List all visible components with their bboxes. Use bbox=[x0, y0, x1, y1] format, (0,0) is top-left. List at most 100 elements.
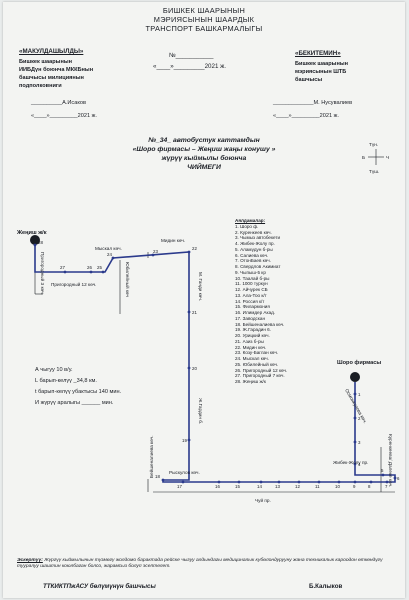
stop-dot bbox=[385, 480, 389, 484]
label-prigorodny3: Пригородный 3 көч. bbox=[40, 252, 46, 295]
stop-number: 12 bbox=[295, 484, 300, 489]
footer-signer: Б.Калыков bbox=[309, 583, 343, 590]
stop-dot bbox=[63, 270, 67, 274]
approval-right-signature: _____________М. Нусувалиев bbox=[273, 100, 353, 106]
stop-dot bbox=[259, 480, 263, 484]
stops-list: Аялдамалар: 1. Шоро ф.2. Куренкеев көч.3… bbox=[235, 218, 287, 385]
route-info-line-2: L барып-келүү _34,8 км. bbox=[35, 378, 97, 384]
stop-list-item: 28. Жеңиш ж/к bbox=[235, 379, 266, 384]
header-line-1: БИШКЕК ШААРЫНЫН bbox=[162, 6, 246, 15]
stop-list-item: 21. Азиз б-ры bbox=[235, 338, 264, 344]
footer-position: ТТКИКТПжАСУ бөлүмүнүн башчысы bbox=[43, 583, 156, 590]
stop-list-item: 2. Куренкеев көч. bbox=[235, 229, 272, 235]
terminal-shoro bbox=[350, 372, 360, 382]
stop-dot bbox=[237, 480, 241, 484]
stop-list-item: 20. Урицкий көч. bbox=[235, 333, 270, 338]
terminal-zhenish bbox=[30, 235, 40, 245]
stop-number: 26 bbox=[87, 265, 92, 270]
stop-dot bbox=[353, 416, 357, 420]
stop-dot bbox=[187, 250, 191, 254]
compass-north: Түн. bbox=[369, 142, 378, 147]
stop-dot bbox=[89, 270, 93, 274]
scheme-title-line-1: №_34_ автобустук каттамдын bbox=[148, 137, 260, 144]
scheme-title-line-2: «Шоро фирмасы – Жеңиш жаңы конушу » bbox=[132, 146, 276, 153]
stop-list-item: 18. Бейшеналиева көч. bbox=[235, 321, 285, 327]
label-beishenalieva: Бейшеналиева көч. bbox=[148, 435, 154, 478]
route-scheme-map: 28 27 26 25 24 23 22 21 20 19 18 17 16 1… bbox=[16, 142, 400, 503]
stop-dot bbox=[181, 480, 185, 484]
stop-list-item: 22. Мидин көч. bbox=[235, 344, 267, 350]
compass: Түн. Түш. Б Ч bbox=[362, 142, 389, 174]
stop-list-item: 24. Мыскал көч. bbox=[235, 356, 269, 361]
stop-number: 13 bbox=[275, 484, 280, 489]
stop-dot bbox=[393, 476, 397, 480]
stop-list-item: 12. Айчурек СБ bbox=[235, 287, 268, 292]
stop-list-item: 4. Жибек-Жолу пр. bbox=[235, 241, 275, 246]
label-midin: Мидин көч. bbox=[161, 238, 185, 243]
label-mgandi: М. Ганди көч. bbox=[198, 272, 203, 301]
note-title: Эскертүү: bbox=[17, 558, 43, 563]
approval-left-title: «МАКУЛДАШЫЛДЫ» bbox=[19, 48, 84, 55]
stop-list-item: 10. Таалай б-ры bbox=[235, 275, 270, 281]
route-info-line-4: И жүрүү аралыгы ______ мин. bbox=[35, 400, 114, 406]
terminal-zhenish-marker bbox=[30, 235, 40, 245]
approval-left-line: Бишкек шаарынын bbox=[19, 59, 72, 65]
stop-list-item: 13. Ала-Тоо к/т bbox=[235, 292, 267, 298]
document-date: «____»_________2021 ж. bbox=[153, 63, 226, 70]
stops-heading: Аялдамалар: bbox=[235, 218, 266, 223]
approval-left-line: башчысы милициянын bbox=[19, 75, 84, 81]
stop-dot bbox=[277, 480, 281, 484]
stop-list-item: 6. Салиева көч. bbox=[235, 252, 269, 258]
stop-number: 15 bbox=[235, 484, 240, 489]
route-info-line-1: А чыгуу 10 в/у. bbox=[35, 367, 73, 373]
stop-dot bbox=[151, 253, 155, 257]
stop-number: 17 bbox=[177, 484, 182, 489]
stop-list-item: 17. Заводскан bbox=[235, 315, 266, 321]
stop-dot bbox=[187, 310, 191, 314]
stop-number: 18 bbox=[155, 474, 160, 479]
compass-south: Түш. bbox=[369, 169, 379, 174]
stop-number: 10 bbox=[335, 484, 340, 489]
compass-west: Б bbox=[362, 155, 365, 160]
stop-number: 3 bbox=[358, 440, 361, 445]
approval-right-title: «БЕКИТЕМИН» bbox=[295, 50, 341, 57]
stop-list-item: 16. Илимдер Акад. bbox=[235, 310, 276, 315]
stop-list-item: 15. Филармония bbox=[235, 304, 270, 310]
approval-left-signature: __________А.Исаков bbox=[31, 100, 86, 106]
note: Эскертүү: Жүргүү кыймылынын түзмөгү жолд… bbox=[17, 558, 395, 570]
stop-number: 8 bbox=[368, 484, 371, 489]
stop-number: 4 bbox=[358, 462, 361, 467]
label-prigorodny12: Пригородный 12 көч. bbox=[51, 281, 96, 287]
stop-dot bbox=[111, 256, 115, 260]
scheme-title-line-4: ЧИЙМЕГИ bbox=[187, 164, 221, 171]
stop-number: 28 bbox=[38, 240, 43, 245]
stop-list-item: 3. Чымыз автобекети bbox=[235, 235, 281, 241]
stop-list-item: 7. ОтонБаев көч. bbox=[235, 258, 271, 264]
label-chui: Чуй пр. bbox=[255, 497, 271, 503]
approval-right-line: башчысы bbox=[295, 77, 323, 83]
route-line bbox=[34, 245, 396, 483]
stop-list-item: 27. Пригородный 7 көч. bbox=[235, 373, 285, 379]
stop-list-item: 9. Чыпыш-5 кр bbox=[235, 269, 266, 275]
stop-list-item: 11. 1000 туркун bbox=[235, 281, 268, 287]
approval-right-line: Бишкек шаарынын bbox=[295, 61, 348, 67]
stop-dot bbox=[353, 440, 357, 444]
label-zhgardin: Ж.Гардин б. bbox=[198, 398, 203, 424]
label-zhibek: Жибек-Жолу пр. bbox=[333, 460, 368, 465]
stop-number: 1 bbox=[358, 392, 361, 397]
route-info-line-3: t барып-келүү убактысы 140 мин. bbox=[35, 389, 122, 395]
compass-east: Ч bbox=[386, 155, 389, 160]
stop-number: 27 bbox=[60, 265, 65, 270]
header-line-2: МЭРИЯСЫНЫН ШААРДЫК bbox=[153, 15, 255, 24]
approval-left-date: «____»_________2021 ж. bbox=[31, 113, 97, 119]
document-sheet: БИШКЕК ШААРЫНЫН МЭРИЯСЫНЫН ШААРДЫК ТРАНС… bbox=[3, 2, 405, 598]
stop-list-item: 26. Пригородный 12 көч. bbox=[235, 367, 288, 373]
approval-left-line: ИИБДүн боюнча МККБнын bbox=[19, 67, 94, 73]
approval-right-date: «____»_________2021 ж. bbox=[273, 113, 339, 119]
approval-right-line: мэриясынын ШТБ bbox=[295, 69, 347, 75]
stop-number: 23 bbox=[153, 249, 158, 254]
stop-number: 5 bbox=[381, 468, 384, 473]
stop-number: 2 bbox=[358, 416, 361, 421]
stop-number: 21 bbox=[192, 310, 197, 315]
label-kurenkeeva: Куренкеева/ Далеке көч. bbox=[388, 434, 393, 487]
